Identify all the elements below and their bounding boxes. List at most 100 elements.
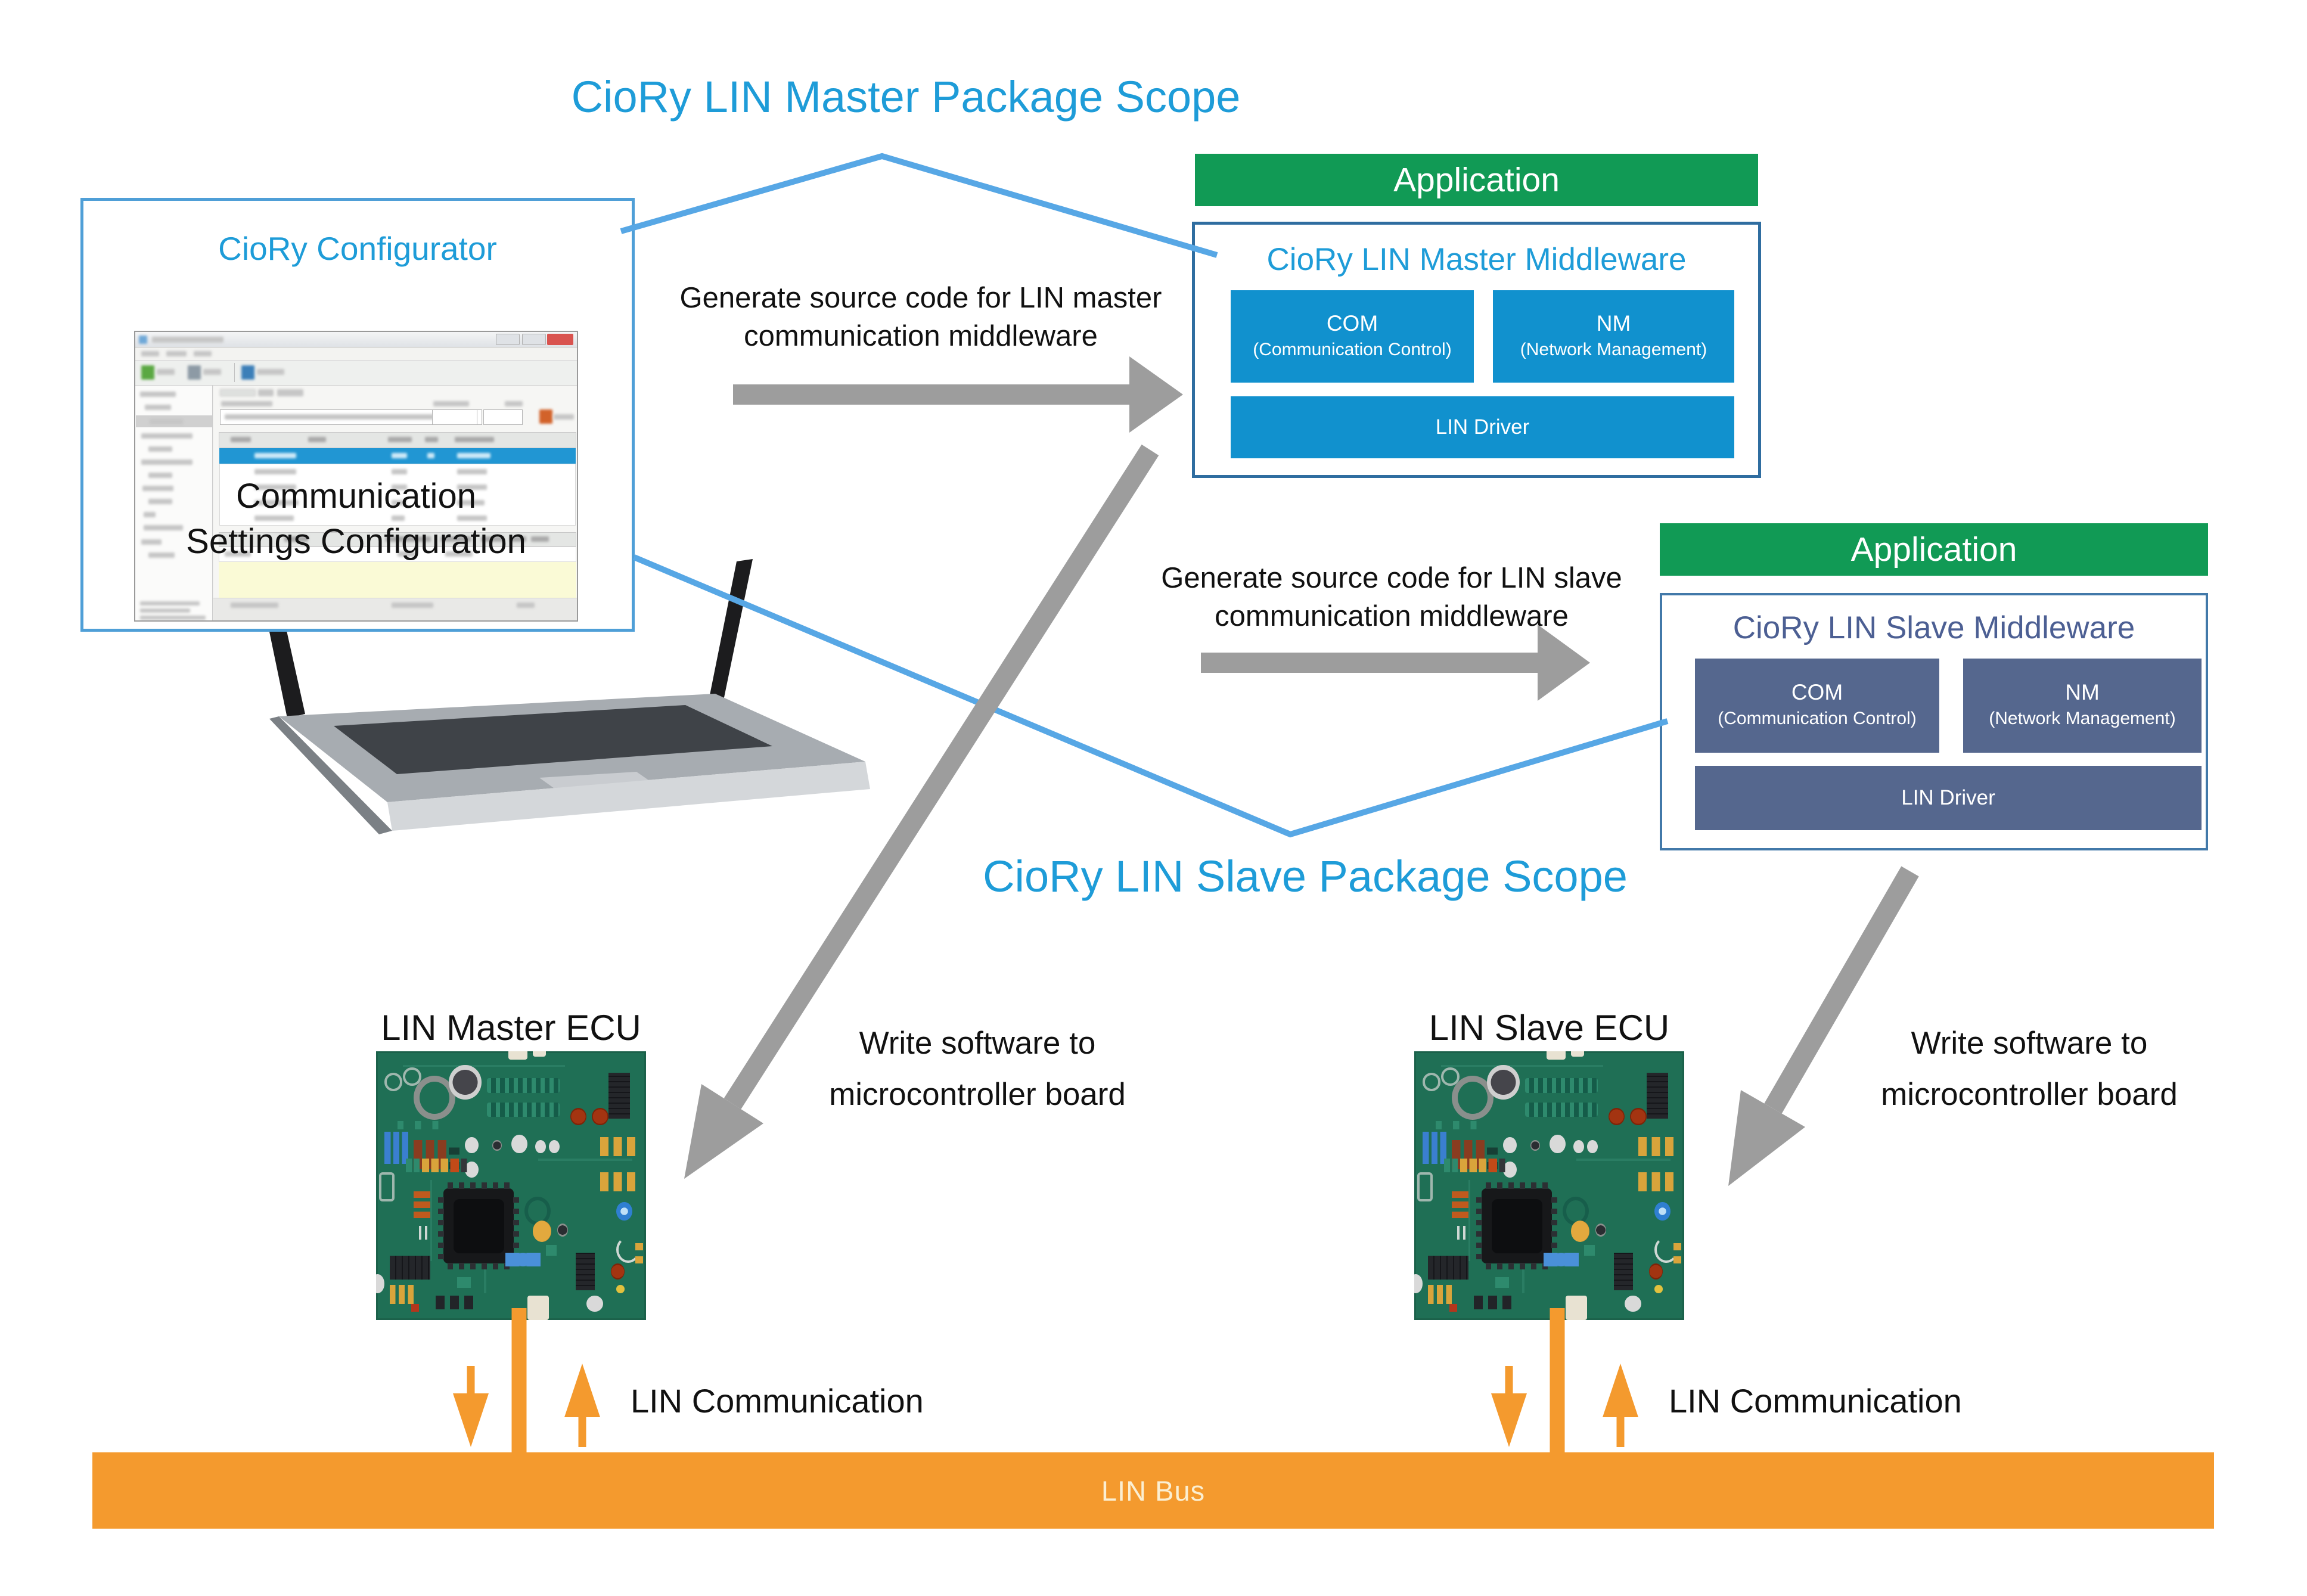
- pcb-component: [389, 1285, 414, 1304]
- close-button[interactable]: [547, 334, 573, 345]
- pcb-component: [1452, 1191, 1468, 1218]
- pcb-component: [1654, 1237, 1678, 1263]
- lin-bus-bar: LIN Bus: [92, 1452, 2214, 1529]
- pcb-component: [1427, 1285, 1452, 1304]
- cell-blur: [392, 516, 405, 521]
- pcb-component: [1417, 1172, 1433, 1201]
- col-blur: [231, 437, 251, 442]
- toolbar-save-icon[interactable]: [188, 365, 201, 380]
- menu-item-blur: [194, 351, 212, 356]
- pcb-component: [403, 1067, 421, 1086]
- tab-other[interactable]: [277, 389, 303, 396]
- cell-blur: [457, 516, 487, 521]
- pcb-component: [1614, 1253, 1633, 1291]
- tree-item-blur: [141, 459, 192, 465]
- pcb-component: [570, 1107, 587, 1126]
- pcb-component: [486, 1078, 560, 1093]
- pcb-component: [508, 1051, 527, 1060]
- pcb-component: [1573, 1139, 1585, 1154]
- tab-tx[interactable]: [258, 389, 274, 396]
- pcb-component: [437, 1182, 520, 1270]
- slave-middleware-title: CioRy LIN Slave Middleware: [1732, 610, 2135, 645]
- overlay-line2: Settings Configuration: [186, 522, 526, 561]
- pcb-component: [465, 1137, 479, 1154]
- pcb-component: [1546, 1051, 1566, 1060]
- slave-nm-subtitle: (Network Management): [1989, 709, 2176, 728]
- pcb-component: [1584, 1244, 1595, 1256]
- slave-lin-driver-label: LIN Driver: [1901, 786, 1995, 809]
- tree-item-blur: [144, 525, 183, 530]
- slave-generate-arrow-icon: [1201, 625, 1590, 701]
- toolbar-label-blur: [257, 369, 284, 375]
- tree-item-blur: [140, 392, 176, 397]
- slave-ecu-label: LIN Slave ECU: [1429, 1008, 1670, 1048]
- pcb-component: [1638, 1137, 1673, 1156]
- pcb-component: [586, 1296, 603, 1312]
- slave-com-title: COM: [1791, 680, 1843, 704]
- slave-application-label: Application: [1850, 530, 2017, 569]
- reload-icon[interactable]: [539, 409, 552, 424]
- col-blur: [531, 536, 549, 542]
- pcb-component: [1649, 1263, 1663, 1280]
- master-ecu-label: LIN Master ECU: [381, 1008, 641, 1048]
- master-ecu-board: [376, 1051, 646, 1320]
- tree-item-blur: [148, 473, 172, 478]
- slave-scope-connector-line: [633, 554, 1669, 838]
- pcb-component: [378, 1172, 395, 1201]
- master-up-arrow-icon: [564, 1364, 600, 1447]
- master-nm-subtitle: (Network Management): [1520, 339, 1707, 359]
- pcb-component: [1441, 1064, 1604, 1067]
- pcb-component: [1449, 1303, 1458, 1312]
- tree-item-blur: [141, 539, 162, 545]
- field-input[interactable]: [483, 409, 523, 425]
- pcb-component: [592, 1107, 608, 1126]
- tab-configuration[interactable]: [220, 389, 256, 396]
- pcb-component: [1457, 1226, 1466, 1240]
- slave-scope-title: CioRy LIN Slave Package Scope: [983, 852, 1628, 901]
- pcb-component: [1570, 1051, 1585, 1057]
- slave-generate-caption: Generate source code for LIN slave commu…: [1117, 559, 1666, 635]
- pcb-component: [600, 1172, 635, 1191]
- master-nm-title: NM: [1596, 310, 1631, 336]
- field-input[interactable]: [432, 409, 477, 425]
- slave-write-caption: Write software to microcontroller board: [1755, 1018, 2303, 1120]
- slave-write-line2: microcontroller board: [1881, 1077, 2178, 1112]
- pcb-component: [505, 1253, 541, 1266]
- tree-item-blur: [148, 552, 175, 558]
- pcb-component: [1468, 1180, 1471, 1261]
- pcb-component: [486, 1102, 560, 1117]
- pcb-component: [616, 1285, 625, 1293]
- cell-blur: [457, 453, 490, 458]
- slave-com-box: COM (Communication Control): [1695, 659, 1939, 753]
- master-write-line2: microcontroller board: [829, 1077, 1126, 1112]
- minimize-button[interactable]: [496, 334, 520, 345]
- cell-blur: [254, 453, 296, 458]
- pcb-component: [1544, 1253, 1579, 1266]
- toolbar-generate-icon[interactable]: [241, 365, 254, 380]
- cell-blur: [392, 453, 407, 458]
- pcb-component: [1422, 1073, 1441, 1091]
- pcb-component: [1595, 1223, 1606, 1237]
- master-nm-box: NM (Network Management): [1493, 290, 1734, 383]
- lin-bus-label: LIN Bus: [1101, 1474, 1206, 1507]
- configurator-overlay-caption: Communication Settings Configuration: [134, 474, 578, 564]
- master-middleware-box: CioRy LIN Master Middleware COM (Communi…: [1192, 222, 1761, 478]
- pcb-component: [1476, 1182, 1558, 1270]
- pcb-component: [1524, 1102, 1598, 1117]
- toolbar-new-icon[interactable]: [141, 365, 154, 380]
- pcb-component: [538, 1159, 633, 1161]
- pcb-component: [1549, 1134, 1566, 1154]
- configurator-panel: CioRy Configurator: [80, 198, 635, 632]
- master-com-subtitle: (Communication Control): [1253, 339, 1452, 359]
- master-write-line1: Write software to: [859, 1026, 1096, 1061]
- tree-item-blur: [148, 499, 172, 504]
- pcb-component: [1630, 1107, 1647, 1126]
- pcb-component: [511, 1134, 527, 1154]
- pcb-component: [492, 1139, 502, 1151]
- pcb-component: [532, 1221, 552, 1243]
- tree-item-blur: [145, 405, 171, 410]
- toolbar-divider: [234, 363, 235, 382]
- pcb-component: [1422, 1132, 1447, 1165]
- maximize-button[interactable]: [522, 334, 546, 345]
- col-blur: [481, 536, 504, 542]
